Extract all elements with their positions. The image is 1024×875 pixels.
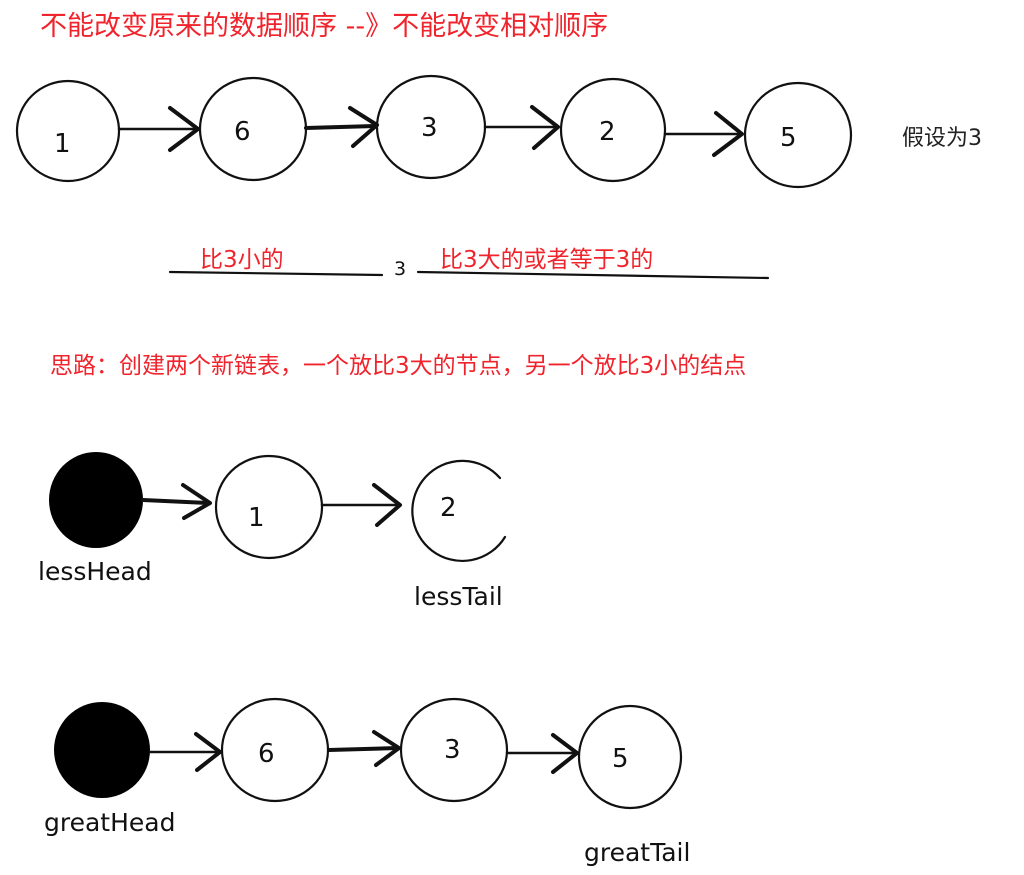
- node-value: 3: [421, 113, 438, 143]
- head-node: [49, 452, 143, 548]
- list-node: [198, 76, 308, 182]
- arrowhead: [348, 106, 379, 148]
- great-head-label: greatHead: [44, 808, 176, 837]
- node-value: 6: [258, 739, 275, 769]
- original-list: 1 6 3 2 5: [15, 74, 853, 189]
- list-node: [220, 697, 330, 803]
- great-list: 6 3 5: [54, 697, 683, 810]
- list-node: [15, 79, 121, 183]
- arrow-connector: [327, 746, 400, 752]
- arrowhead: [372, 730, 401, 767]
- list-node: [743, 81, 853, 189]
- arrowhead: [194, 732, 222, 772]
- greater-partition-label: 比3大的或者等于3的: [440, 247, 654, 273]
- node-value: 2: [440, 493, 457, 523]
- node-value: 2: [599, 117, 616, 147]
- arrowhead: [181, 483, 212, 520]
- arrowhead: [712, 111, 744, 157]
- less-partition-label: 比3小的: [200, 247, 284, 273]
- node-value: 5: [612, 744, 629, 774]
- arrowhead: [530, 105, 560, 150]
- node-value: 5: [780, 123, 797, 153]
- node-value: 6: [234, 117, 251, 147]
- less-head-label: lessHead: [38, 557, 152, 586]
- greater-partition-line: [416, 270, 770, 280]
- head-node: [54, 702, 150, 798]
- partition-lines: [168, 270, 770, 280]
- list-node: [559, 77, 667, 183]
- arrow-connector: [141, 498, 210, 505]
- title-note: 不能改变原来的数据顺序 --》不能改变相对顺序: [40, 11, 609, 42]
- list-node: [214, 454, 324, 560]
- pivot-value: 3: [394, 258, 407, 280]
- node-value: 1: [248, 503, 265, 533]
- approach-note: 思路：创建两个新链表，一个放比3大的节点，另一个放比3小的结点: [50, 353, 747, 379]
- arrowhead: [551, 733, 579, 774]
- less-partition-line: [168, 270, 384, 277]
- node-value: 1: [54, 129, 71, 159]
- great-tail-label: greatTail: [584, 838, 691, 867]
- list-node: [411, 459, 507, 562]
- less-list: 1 2: [49, 452, 507, 562]
- list-node: [577, 704, 683, 810]
- less-tail-label: lessTail: [414, 582, 503, 611]
- arrow-connector: [304, 124, 377, 130]
- list-node: [399, 697, 509, 803]
- node-value: 3: [444, 735, 461, 765]
- arrowhead: [168, 106, 200, 152]
- assumption-note: 假设为3: [902, 126, 982, 151]
- arrowhead: [372, 483, 402, 527]
